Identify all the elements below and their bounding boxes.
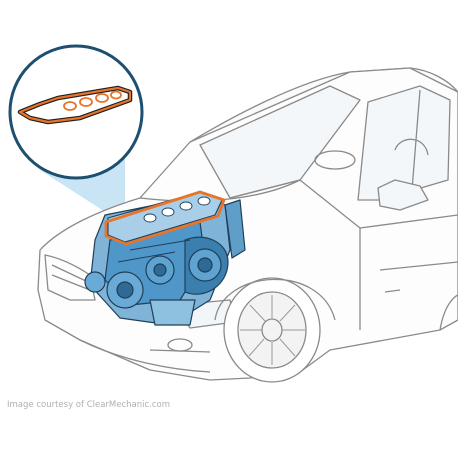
valve-cover-gasket-icon <box>17 85 133 125</box>
callout-magnifier <box>8 44 144 180</box>
engine-icon <box>84 194 246 326</box>
image-credit: Image courtesy of ClearMechanic.com <box>7 400 171 410</box>
valve-cover-gasket <box>104 190 226 246</box>
